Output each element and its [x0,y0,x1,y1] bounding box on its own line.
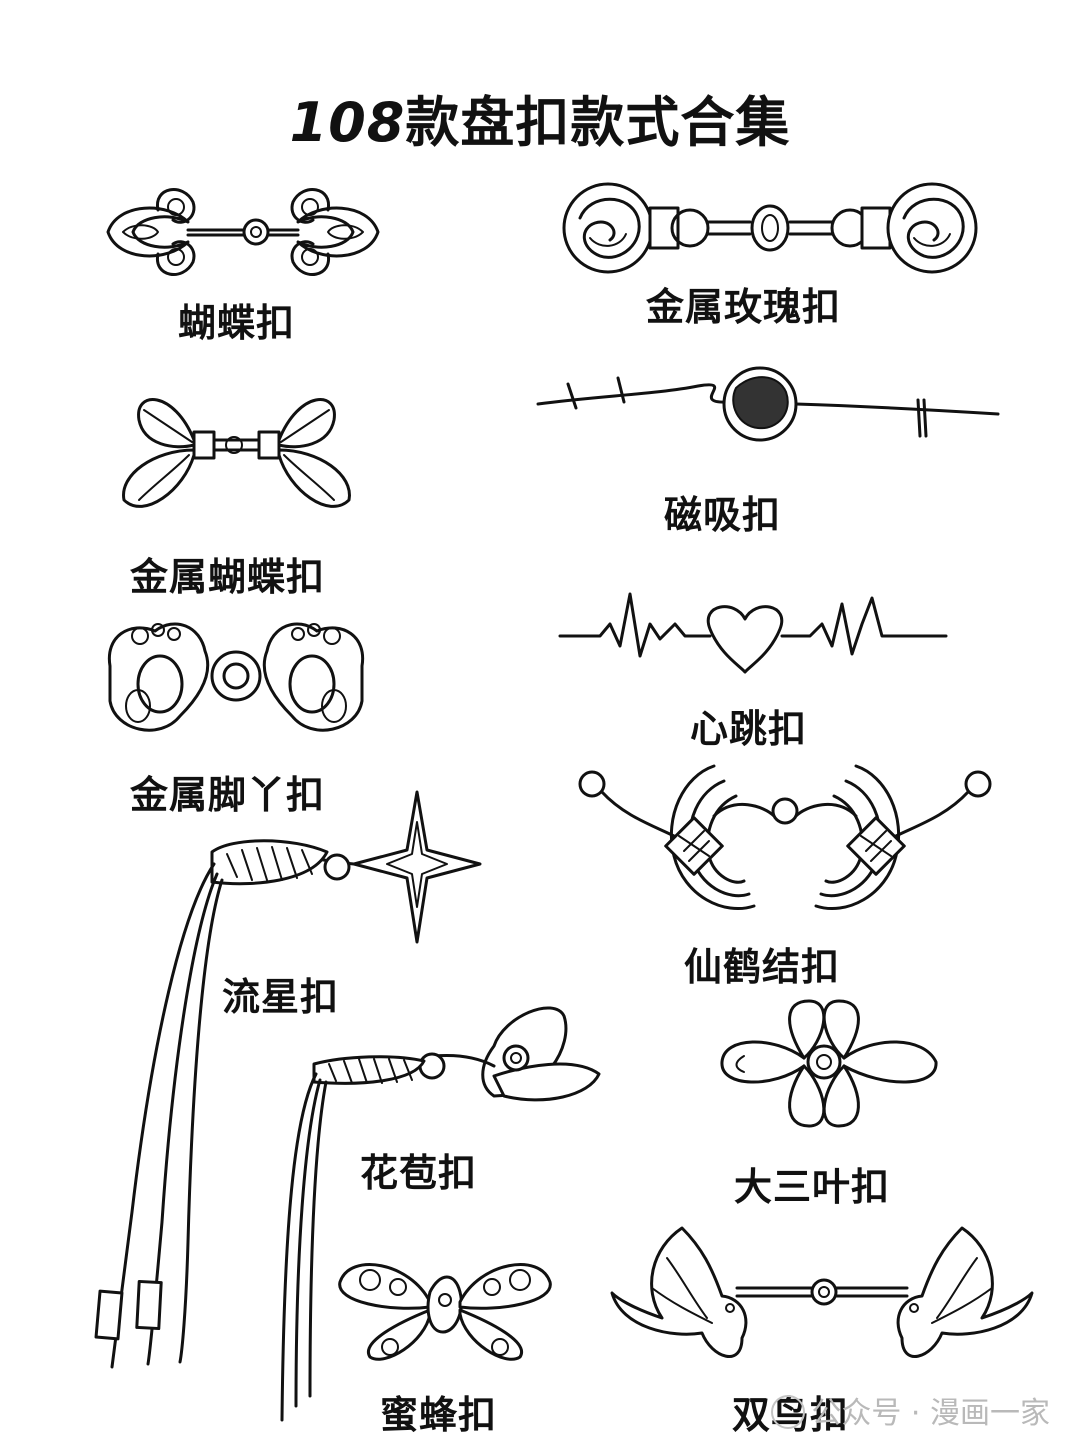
item-label-magnetic: 磁吸扣 [664,493,782,537]
butterfly-knot-illustration [98,182,388,282]
heartbeat-knot-illustration [558,584,948,680]
item-label-metal-butterfly: 金属蝴蝶扣 [130,555,326,599]
crane-knot-illustration [574,756,996,926]
title-number: 108 [289,91,406,154]
big-trefoil-knot-illustration [714,996,944,1130]
bee-knot-illustration [330,1252,556,1364]
item-label-meteor: 流星扣 [222,975,340,1019]
item-label-flower-bud: 花苞扣 [360,1151,478,1195]
magnetic-knot-illustration [536,364,1004,448]
double-bird-knot-illustration [610,1218,1034,1384]
item-label-bee: 蜜蜂扣 [380,1393,498,1437]
meteor-knot-illustration [92,790,482,1369]
item-label-big-trefoil: 大三叶扣 [734,1165,891,1209]
item-label-heartbeat: 心跳扣 [690,707,808,751]
metal-foot-knot-illustration [100,606,372,746]
flower-bud-knot-illustration [254,996,610,1422]
wechat-icon [771,1394,806,1429]
watermark-text: 公众号 · 漫画一家 [811,1396,1050,1431]
item-label-metal-foot: 金属脚丫扣 [130,773,326,817]
page-title: 108款盘扣款式合集 [0,78,1080,157]
metal-butterfly-knot-illustration [114,390,364,526]
item-label-metal-rose: 金属玫瑰扣 [646,285,842,329]
item-label-crane-knot: 仙鹤结扣 [684,945,841,989]
title-text: 款盘扣款式合集 [405,91,791,154]
watermark: 公众号 · 漫画一家 [771,1388,1050,1432]
metal-rose-knot-illustration [560,178,980,282]
item-label-butterfly: 蝴蝶扣 [178,301,296,345]
